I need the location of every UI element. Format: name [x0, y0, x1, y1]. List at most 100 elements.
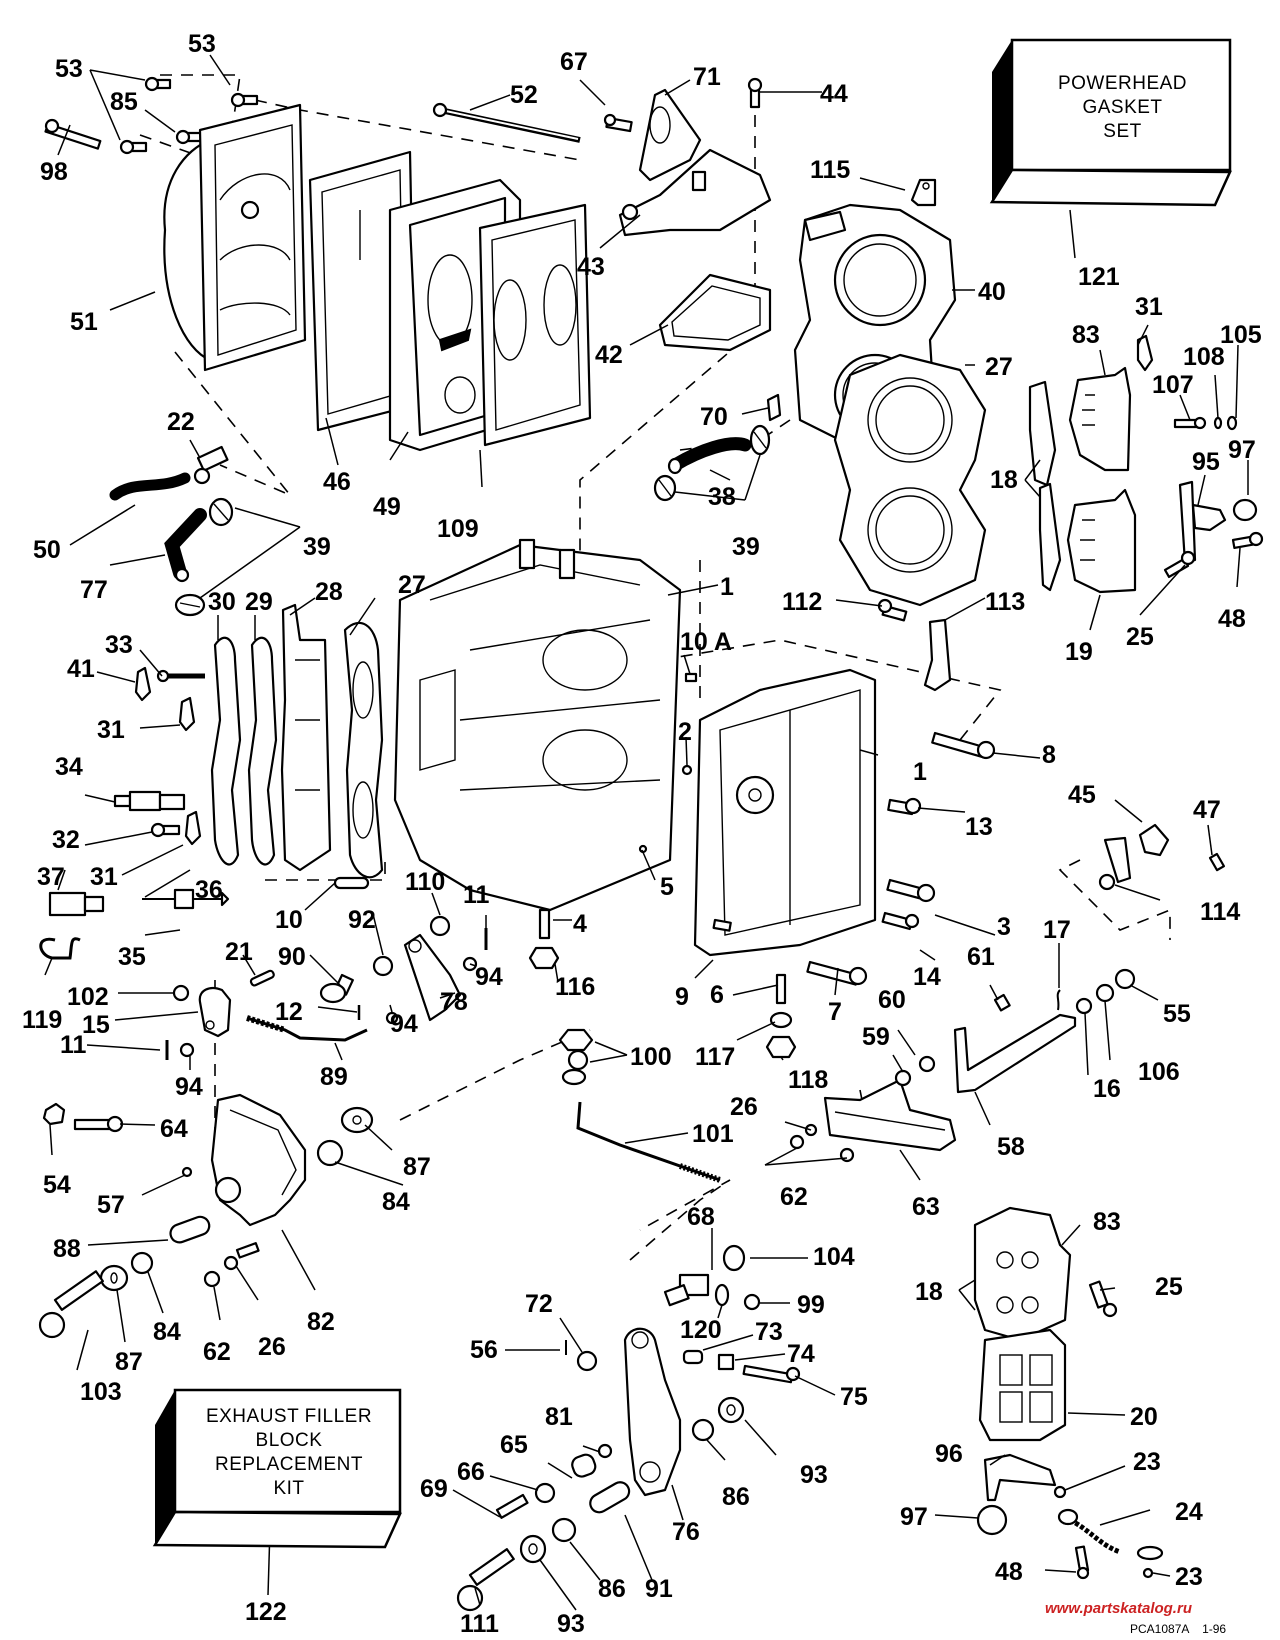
connector-68: [663, 1273, 710, 1307]
callout-19: 19: [1065, 638, 1093, 666]
callout-52: 52: [510, 81, 538, 109]
callout-9: 9: [675, 983, 689, 1011]
callout-3: 3: [997, 913, 1011, 941]
bracket-96: [983, 1453, 1057, 1502]
callout-93: 93: [557, 1610, 585, 1638]
callout-112: 112: [782, 588, 822, 616]
plug-2: [681, 764, 693, 776]
kit-line: EXHAUST FILLER: [205, 1406, 373, 1427]
lever-15: [198, 986, 232, 1038]
gasket-18b: [1038, 482, 1062, 592]
dowel-10: [333, 876, 370, 890]
stud-4: [538, 908, 551, 940]
rod-101: [576, 1101, 721, 1183]
callout-83: 83: [1093, 1208, 1121, 1236]
washer-87a: [99, 1264, 129, 1292]
bolt-13: [887, 797, 922, 816]
bracket-63: [823, 1078, 957, 1152]
bushing-88: [169, 1215, 211, 1244]
callout-96: 96: [935, 1440, 963, 1468]
callout-labels: 53 53 85 98 52 67 71 44 115 121 51 43 40…: [22, 30, 1262, 1638]
callout-93: 93: [800, 1461, 828, 1489]
callout-100: 100: [630, 1043, 672, 1071]
kit-box-exhaust-filler-block: [152, 1388, 402, 1549]
callout-64: 64: [160, 1115, 188, 1143]
callout-33: 33: [105, 631, 133, 659]
ground-strap-24: [1057, 1508, 1164, 1561]
crankcase-1: [393, 538, 682, 912]
callout-10: 10: [275, 906, 303, 934]
callout-11: 11: [60, 1031, 87, 1059]
callout-62: 62: [780, 1183, 808, 1211]
gasket-30: [210, 636, 242, 866]
nut-86b: [551, 1517, 577, 1543]
callout-84: 84: [153, 1318, 181, 1346]
bolt-64: [73, 1115, 124, 1133]
callout-47: 47: [1193, 796, 1221, 824]
callout-122: 122: [245, 1598, 287, 1626]
callout-26: 26: [730, 1093, 758, 1121]
clip-70: [766, 393, 782, 422]
washer-120: [714, 1283, 730, 1307]
clip-41: [134, 666, 152, 702]
callout-81: 81: [545, 1403, 573, 1431]
clip-105: [1226, 415, 1238, 431]
pin-17: [1056, 989, 1061, 1011]
callout-22: 22: [167, 408, 195, 436]
callout-16: 16: [1093, 1075, 1121, 1103]
callout-15: 15: [82, 1011, 110, 1039]
callout-60: 60: [878, 986, 906, 1014]
nut-104: [722, 1244, 746, 1272]
callout-25: 25: [1126, 623, 1154, 651]
callout-102: 102: [67, 983, 109, 1011]
callout-6: 6: [710, 981, 724, 1009]
callout-121: 121: [1078, 263, 1120, 291]
spark-plug-34: [113, 790, 186, 812]
watermark-link[interactable]: www.partskatalog.ru: [1045, 1600, 1192, 1617]
washer-72: [576, 1350, 598, 1372]
nut-116: [528, 946, 560, 970]
callout-20: 20: [1130, 1403, 1158, 1431]
nut-23b: [1142, 1567, 1154, 1579]
callout-73: 73: [755, 1318, 783, 1346]
callout-5: 5: [660, 873, 674, 901]
callout-12: 12: [275, 998, 303, 1026]
callout-48: 48: [995, 1558, 1023, 1586]
callout-90: 90: [278, 943, 306, 971]
washer-81: [597, 1443, 613, 1459]
catalog-code-value: PCA1087A: [1130, 1622, 1189, 1636]
callout-46: 46: [323, 468, 351, 496]
bolt-8: [931, 731, 996, 760]
clamp-39c: [208, 497, 234, 527]
callout-110: 110: [405, 868, 445, 896]
washer-66: [534, 1482, 556, 1504]
screw-48a: [1231, 531, 1264, 549]
reed-block-83a: [1068, 366, 1132, 472]
powerhead-gasket-set-label: POWERHEAD GASKET SET: [1015, 72, 1230, 144]
callout-31: 31: [1135, 293, 1163, 321]
elbow-22: [193, 445, 229, 485]
kit-line: GASKET: [1082, 97, 1163, 118]
callout-26: 26: [258, 1333, 286, 1361]
callout-83: 83: [1072, 321, 1100, 349]
nut-84b: [316, 1139, 344, 1167]
callout-39: 39: [732, 533, 760, 561]
nut-60: [918, 1055, 936, 1073]
callout-7: 7: [828, 998, 842, 1026]
intake-manifold-83b: [973, 1206, 1072, 1342]
callout-94: 94: [390, 1010, 418, 1038]
cover-28: [280, 603, 332, 872]
screw-82: [235, 1242, 260, 1259]
washer-93b: [519, 1534, 547, 1564]
callout-86: 86: [598, 1575, 626, 1603]
callout-62: 62: [203, 1338, 231, 1366]
callout-71: 71: [693, 63, 721, 91]
bushing-91: [589, 1481, 631, 1514]
callout-114: 114: [1200, 898, 1240, 926]
callout-1: 1: [913, 758, 927, 786]
callout-95: 95: [1192, 448, 1220, 476]
clip-119: [39, 937, 81, 960]
crankcase-half-1: [693, 668, 877, 957]
nut-102: [172, 984, 190, 1002]
